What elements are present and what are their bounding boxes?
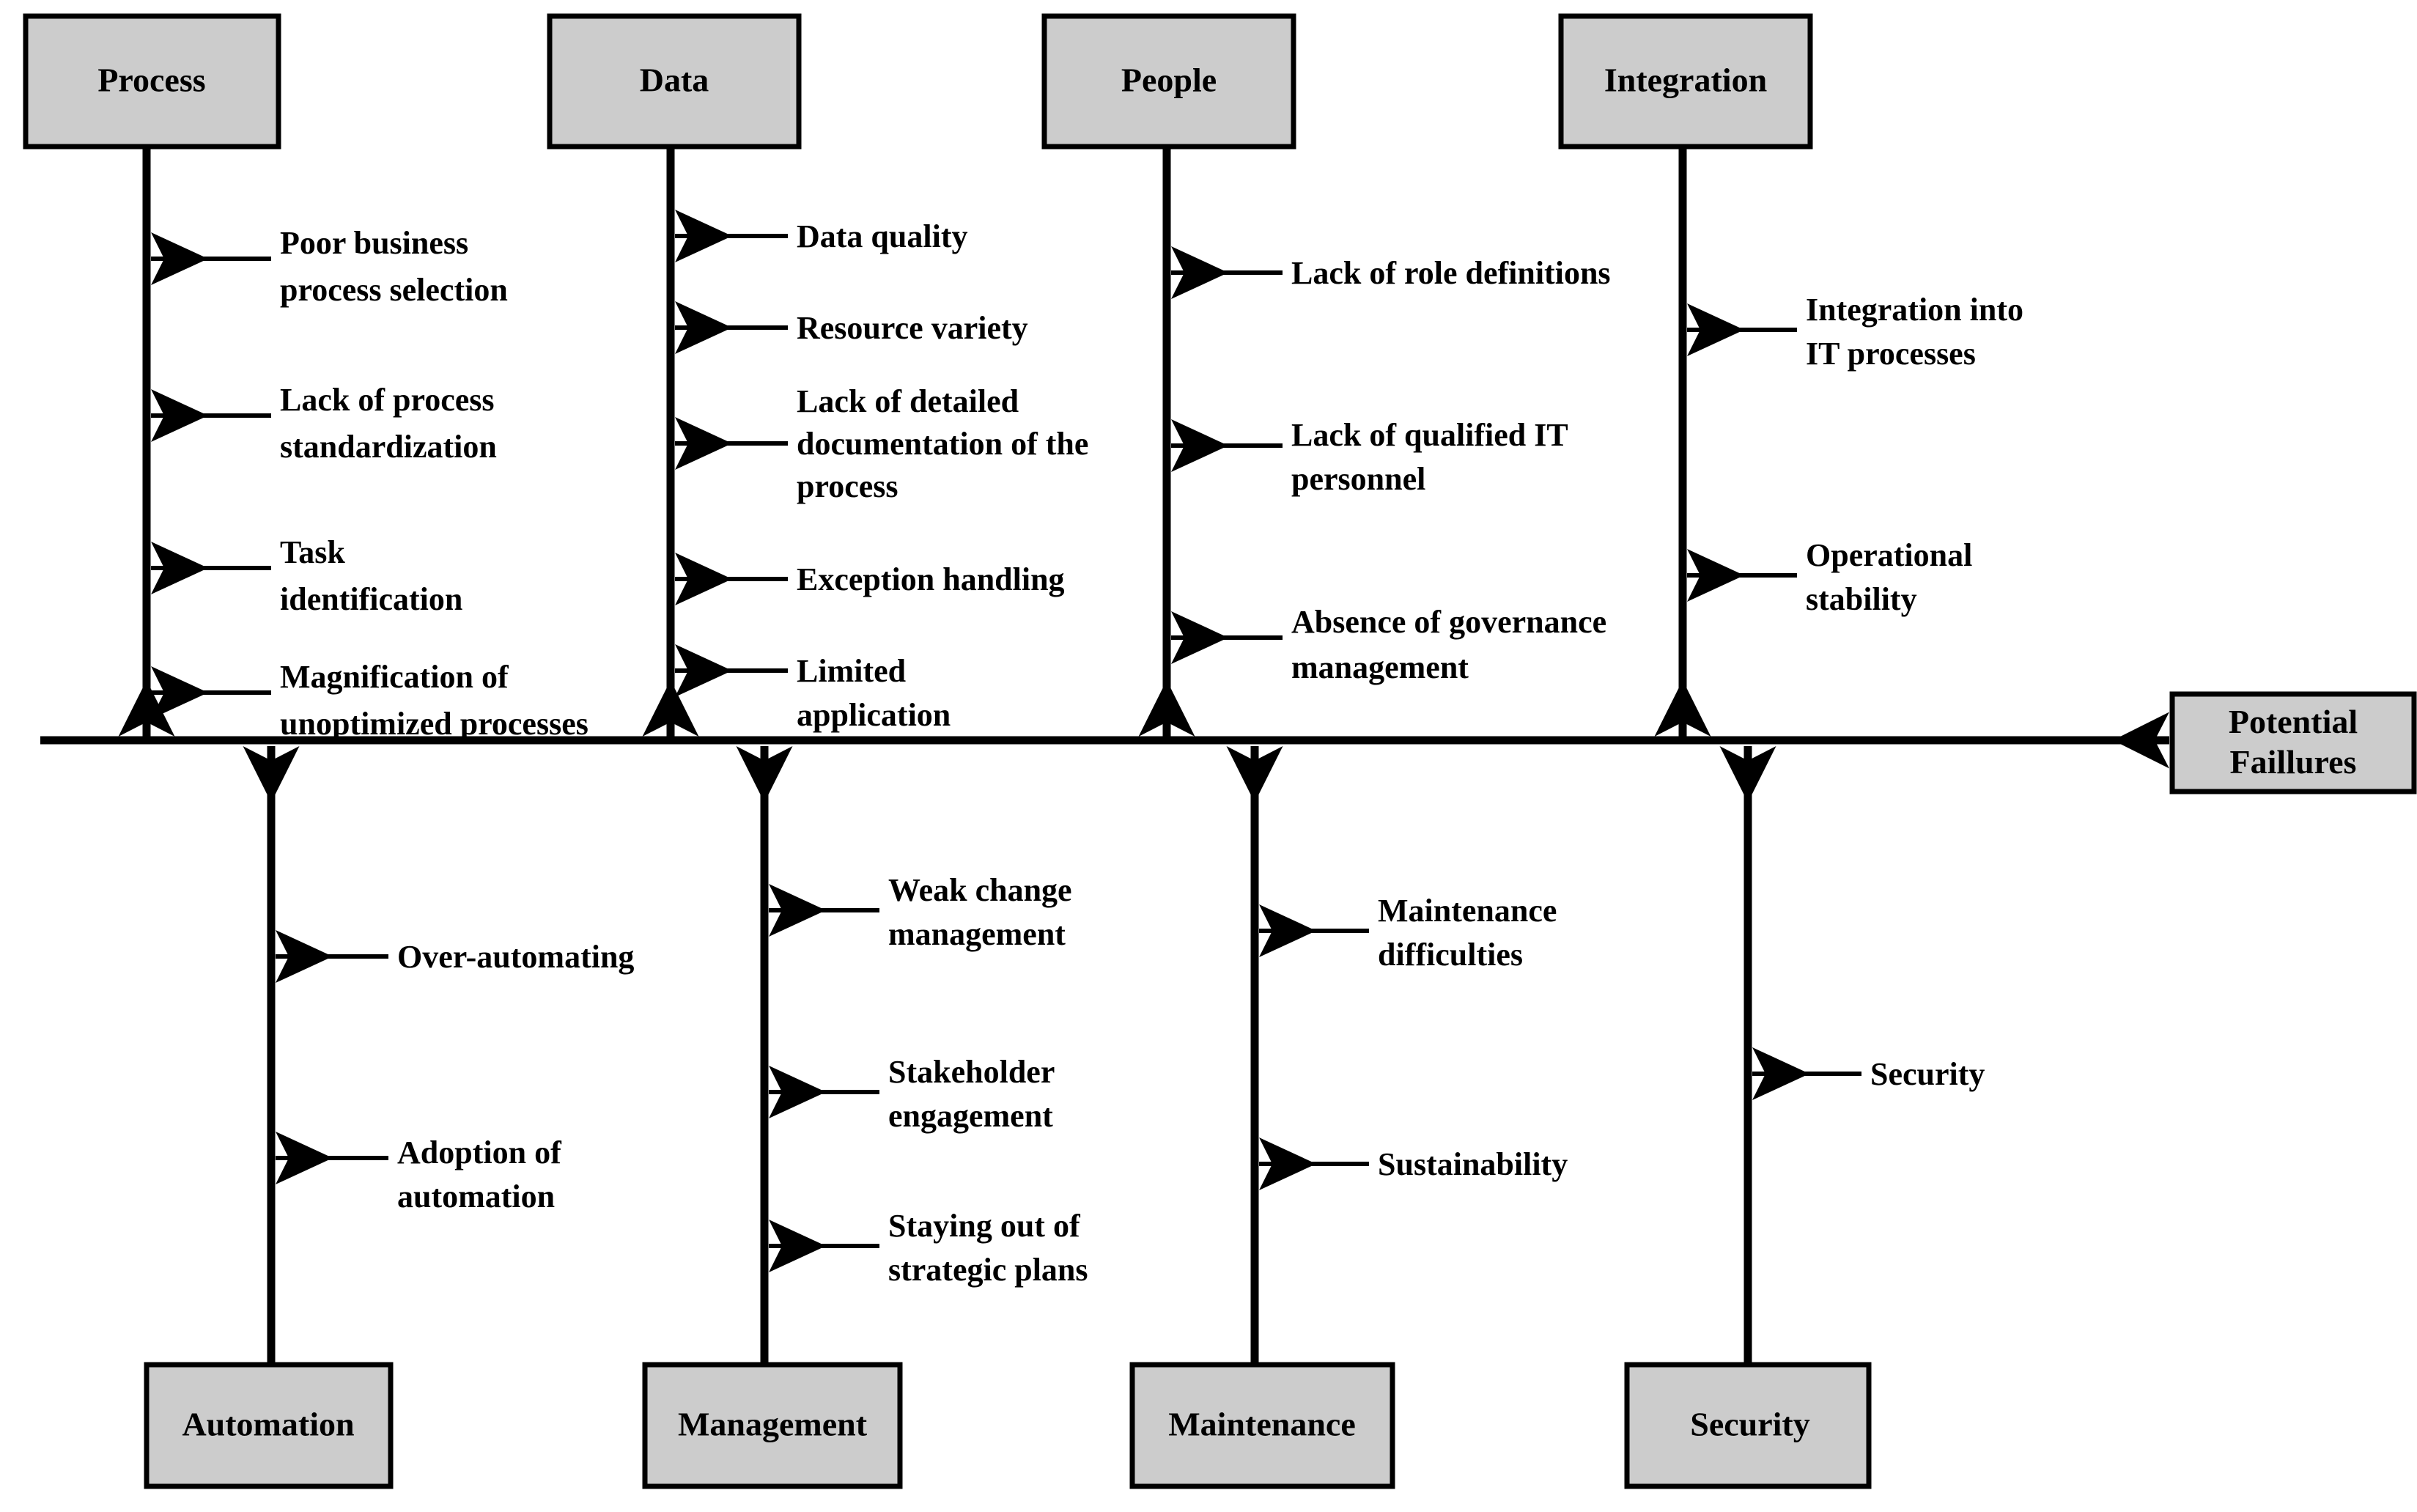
cause-label-management-2-line2: strategic plans (888, 1252, 1088, 1288)
cause-label-management-1-line2: engagement (888, 1098, 1053, 1134)
effect-label-line1: Potential (2229, 703, 2358, 740)
cause-label-data-2-line3: process (797, 468, 898, 504)
cause-label-automation-1-line2: automation (397, 1179, 555, 1214)
cause-label-people-2-line2: management (1291, 649, 1469, 685)
category-group-maintenance: Maintenance Maintenance difficulties Sus… (1129, 746, 1568, 1489)
cause-label-management-0-line1: Weak change (888, 872, 1072, 908)
cause-label-data-4-line2: application (797, 697, 951, 733)
category-label-process: Process (97, 62, 205, 99)
category-box-people (1041, 13, 1296, 150)
cause-label-people-1-line1: Lack of qualified IT (1291, 417, 1568, 453)
cause-label-integration-0-line2: IT processes (1806, 336, 1976, 372)
cause-label-data-0-line1: Data quality (797, 218, 967, 254)
category-label-management: Management (678, 1406, 868, 1443)
effect-box-rect (2169, 691, 2417, 794)
cause-label-integration-0-line1: Integration into (1806, 292, 2023, 328)
effect-box: Potential Faillures (2169, 691, 2417, 794)
cause-label-automation-0-line1: Over-automating (397, 939, 634, 975)
cause-label-maintenance-0-line1: Maintenance (1378, 893, 1557, 929)
category-label-automation: Automation (182, 1406, 354, 1443)
category-label-security: Security (1690, 1406, 1810, 1443)
category-box-maintenance (1129, 1362, 1395, 1489)
category-group-process: Process Poor business process selection … (23, 13, 588, 742)
cause-label-automation-1-line1: Adoption of (397, 1135, 562, 1170)
category-group-people: People Lack of role definitions Lack of … (1041, 13, 1611, 737)
category-group-management: Management Weak change management Stakeh… (642, 746, 1088, 1489)
category-group-security: Security Security (1624, 746, 1985, 1489)
cause-label-process-1-line1: Lack of process (280, 382, 495, 418)
cause-label-process-3-line2: unoptimized processes (280, 706, 588, 742)
category-label-integration: Integration (1604, 62, 1767, 99)
category-label-people: People (1121, 62, 1217, 99)
cause-label-people-2-line1: Absence of governance (1291, 604, 1606, 640)
cause-label-data-2-line2: documentation of the (797, 426, 1088, 462)
category-box-process (23, 13, 281, 150)
cause-label-management-2-line1: Staying out of (888, 1208, 1081, 1244)
cause-label-people-1-line2: personnel (1291, 461, 1425, 497)
cause-label-security-0-line1: Security (1870, 1056, 1985, 1092)
cause-label-data-2-line1: Lack of detailed (797, 383, 1019, 419)
category-box-security (1624, 1362, 1872, 1489)
category-box-data (547, 13, 802, 150)
cause-label-data-3-line1: Exception handling (797, 561, 1065, 597)
cause-label-integration-1-line2: stability (1806, 581, 1917, 617)
cause-label-process-0-line1: Poor business (280, 225, 468, 261)
category-group-data: Data Data quality Resource variety Lack … (547, 13, 1088, 737)
effect-label-line2: Faillures (2230, 743, 2357, 781)
cause-label-data-4-line1: Limited (797, 653, 906, 689)
category-box-integration (1558, 13, 1813, 150)
category-group-integration: Integration Integration into IT processe… (1558, 13, 2023, 737)
cause-label-process-2-line2: identification (280, 581, 462, 617)
cause-label-maintenance-0-line2: difficulties (1378, 937, 1523, 973)
cause-label-maintenance-1-line1: Sustainability (1378, 1146, 1568, 1182)
cause-label-process-3-line1: Magnification of (280, 659, 509, 695)
cause-label-management-1-line1: Stakeholder (888, 1054, 1055, 1090)
cause-label-process-1-line2: standardization (280, 429, 497, 465)
cause-label-process-2-line1: Task (280, 534, 345, 570)
cause-label-integration-1-line1: Operational (1806, 537, 1972, 573)
category-group-automation: Automation Over-automating Adoption of a… (144, 746, 634, 1489)
cause-label-data-1-line1: Resource variety (797, 310, 1028, 346)
category-label-maintenance: Maintenance (1168, 1406, 1356, 1443)
cause-label-management-0-line2: management (888, 916, 1066, 952)
cause-label-process-0-line2: process selection (280, 272, 508, 308)
cause-label-people-0-line1: Lack of role definitions (1291, 255, 1611, 291)
category-box-management (642, 1362, 903, 1489)
category-label-data: Data (640, 62, 709, 99)
